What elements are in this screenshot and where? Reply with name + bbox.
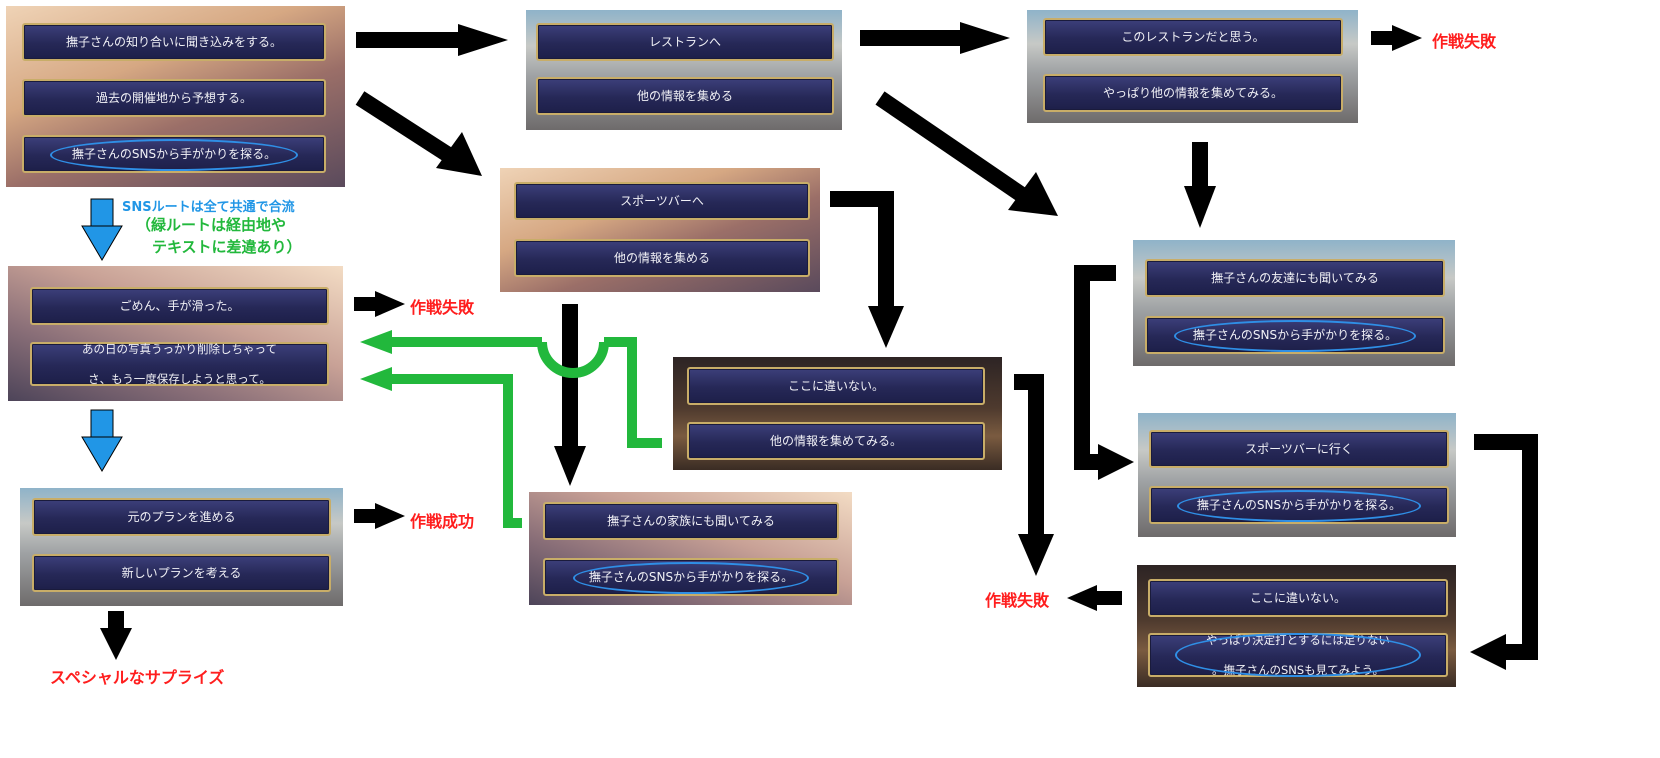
- panel-sns-merge: ごめん、手が滑った。 あの日の写真うっかり削除しちゃってさ、もう一度保存しようと…: [8, 266, 343, 401]
- choice-predict-venue[interactable]: 過去の開催地から予想する。: [22, 79, 326, 117]
- choice-must-be-here[interactable]: ここに違いない。: [1148, 579, 1448, 617]
- label-sns-note: SNSルートは全て共通で合流: [122, 200, 295, 215]
- arrow-p1-to-p5: [355, 91, 482, 176]
- panel-ask-family: 撫子さんの家族にも聞いてみる 撫子さんのSNSから手がかりを探る。: [529, 492, 852, 605]
- choice-ask-acquaintance[interactable]: 撫子さんの知り合いに聞き込みをする。: [22, 23, 326, 61]
- arrow-p4-to-p8: [860, 22, 1010, 54]
- arrow-p11-to-fail: [1067, 585, 1122, 611]
- panel-bar-doubt: ここに違いない。 やっぱり決定打とするには足りない。撫子さんのSNSも見てみよう…: [1137, 565, 1456, 687]
- arrow-p4-to-p9: [875, 91, 1058, 216]
- choice-new-plan[interactable]: 新しいプランを考える: [32, 554, 331, 592]
- choice-gather-more[interactable]: 他の情報を集めてみる。: [687, 422, 985, 460]
- choice-search-sns[interactable]: 撫子さんのSNSから手がかりを探る。: [1149, 486, 1449, 524]
- arrow-to-special: [100, 611, 132, 660]
- choice-hand-slipped[interactable]: ごめん、手が滑った。: [30, 287, 329, 325]
- arrow-p6-to-fail: [1014, 374, 1054, 576]
- panel-sportsbar-choice: スポーツバーへ 他の情報を集める: [500, 168, 820, 292]
- choice-more-info[interactable]: 他の情報を集める: [514, 239, 810, 277]
- panel-restaurant-choice: レストランへ 他の情報を集める: [526, 10, 842, 130]
- arrow-p2-to-fail: [354, 291, 405, 317]
- choice-search-sns[interactable]: 撫子さんのSNSから手がかりを探る。: [22, 135, 326, 173]
- label-fail: 作戦失敗: [410, 298, 475, 317]
- choice-go-sportsbar[interactable]: スポーツバーに行く: [1149, 430, 1449, 468]
- panel-ask-friends: 撫子さんの友達にも聞いてみる 撫子さんのSNSから手がかりを探る。: [1133, 240, 1455, 366]
- choice-more-info[interactable]: 他の情報を集める: [536, 77, 834, 115]
- panel-bar-confirm: ここに違いない。 他の情報を集めてみる。: [673, 357, 1002, 470]
- choice-deleted-photo[interactable]: あの日の写真うっかり削除しちゃってさ、もう一度保存しようと思って。: [30, 342, 329, 386]
- label-green-note-1: （緑ルートは経由地や: [136, 216, 287, 234]
- label-fail: 作戦失敗: [985, 591, 1050, 610]
- label-special: スペシャルなサプライズ: [50, 668, 225, 687]
- green-route-p6-to-p2: [360, 330, 662, 448]
- choice-this-restaurant[interactable]: このレストランだと思う。: [1043, 18, 1343, 56]
- arrow-p3-to-success: [354, 503, 405, 529]
- label-success: 作戦成功: [410, 512, 475, 531]
- panel-final-plan: 元のプランを進める 新しいプランを考える: [20, 488, 343, 606]
- choice-search-sns[interactable]: 撫子さんのSNSから手がかりを探る。: [1145, 316, 1445, 354]
- choice-must-be-here[interactable]: ここに違いない。: [687, 367, 985, 405]
- arrow-p5-to-p6: [830, 191, 904, 348]
- choice-search-sns[interactable]: 撫子さんのSNSから手がかりを探る。: [543, 558, 839, 596]
- choice-gather-more[interactable]: やっぱり他の情報を集めてみる。: [1043, 74, 1343, 112]
- panel-start: 撫子さんの知り合いに聞き込みをする。 過去の開催地から予想する。 撫子さんのSN…: [6, 6, 345, 187]
- arrow-p5-to-p7: [554, 304, 586, 486]
- arrow-p1-to-p4: [356, 24, 508, 56]
- arrow-bracket-to-p10: [1074, 265, 1134, 480]
- choice-original-plan[interactable]: 元のプランを進める: [32, 498, 331, 536]
- choice-to-restaurant[interactable]: レストランへ: [536, 23, 834, 61]
- choice-ask-family[interactable]: 撫子さんの家族にも聞いてみる: [543, 502, 839, 540]
- arrow-p10-to-p11: [1470, 434, 1538, 670]
- arrow-p8-to-fail: [1371, 25, 1422, 51]
- arrow-p8-to-p10: [1184, 142, 1216, 228]
- green-route-p7-to-p2: [360, 367, 522, 528]
- choice-to-sportsbar[interactable]: スポーツバーへ: [514, 182, 810, 220]
- label-green-note-2: テキストに差違あり）: [152, 238, 302, 256]
- label-fail: 作戦失敗: [1432, 32, 1497, 51]
- panel-go-sportsbar: スポーツバーに行く 撫子さんのSNSから手がかりを探る。: [1138, 413, 1456, 537]
- arrow-blue-p2-to-p3: [81, 409, 123, 472]
- panel-restaurant-confirm: このレストランだと思う。 やっぱり他の情報を集めてみる。: [1027, 10, 1358, 123]
- arrow-blue-p1-to-p2: [81, 198, 123, 261]
- choice-ask-friends[interactable]: 撫子さんの友達にも聞いてみる: [1145, 259, 1445, 297]
